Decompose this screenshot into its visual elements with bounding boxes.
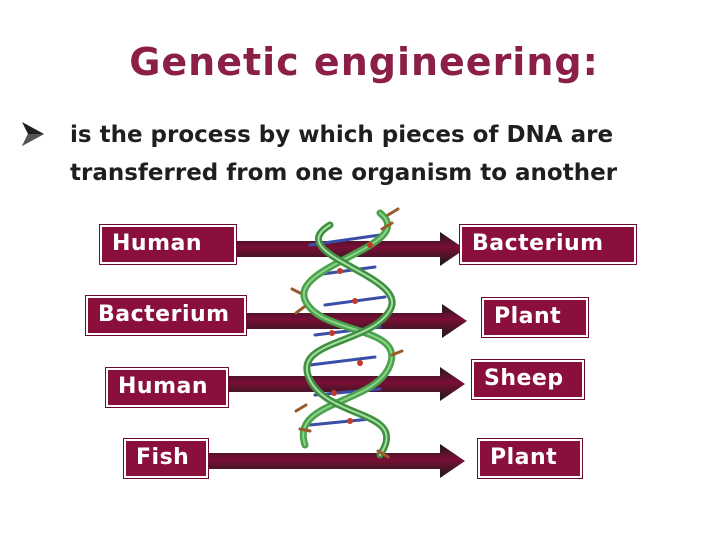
source-organism-4: Fish <box>126 441 206 476</box>
bullet-text: is the process by which pieces of DNA ar… <box>70 116 617 192</box>
transfer-arrow-2 <box>246 304 467 338</box>
dna-helix-image <box>290 207 404 459</box>
target-organism-4: Plant <box>480 441 580 476</box>
transfer-arrow-4 <box>206 444 465 478</box>
slide-title: Genetic engineering: <box>129 40 599 84</box>
transfer-arrow-3 <box>226 367 465 401</box>
bullet-point: is the process by which pieces of DNA ar… <box>20 116 710 192</box>
target-organism-1: Bacterium <box>462 227 634 262</box>
arrow-bullet-icon <box>22 122 44 146</box>
bullet-text-line-1: is the process by which pieces of DNA ar… <box>70 122 614 148</box>
target-organism-2: Plant <box>484 300 586 335</box>
target-organism-3: Sheep <box>474 362 582 397</box>
source-organism-3: Human <box>108 370 226 405</box>
transfer-arrow-1 <box>234 232 465 266</box>
source-organism-1: Human <box>102 227 234 262</box>
bullet-text-line-2: transferred from one organism to another <box>70 160 618 186</box>
source-organism-2: Bacterium <box>88 298 244 333</box>
